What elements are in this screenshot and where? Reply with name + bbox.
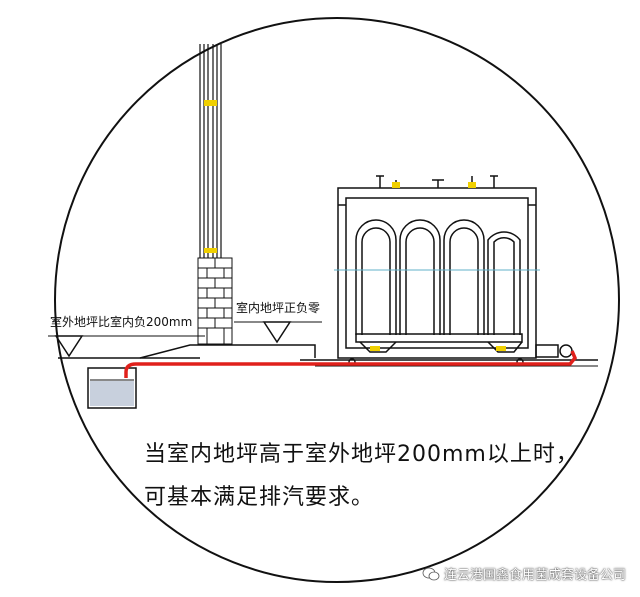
top-valves [376, 175, 498, 188]
wechat-icon [422, 567, 440, 580]
indoor-floor-step [139, 344, 316, 359]
pit-water [90, 381, 134, 406]
watermark: 连云港国鑫食用菌成套设备公司 [422, 564, 626, 583]
bottom-manifold [348, 333, 524, 366]
caption-line-1: 当室内地坪高于室外地坪200mm以上时， [144, 442, 579, 467]
sterilizer-cabinet [337, 187, 537, 359]
caption-line-2: 可基本满足排汽要求。 [144, 485, 375, 510]
stack-marker [204, 100, 217, 106]
manifold-marker-right [496, 346, 506, 351]
manifold-marker-left [370, 346, 380, 351]
steam-coils [355, 219, 521, 335]
brick-chimney [197, 257, 233, 345]
drain-pit [87, 367, 137, 409]
indoor-level-marker [262, 321, 292, 344]
detail-circle [54, 17, 620, 583]
exhaust-stack [199, 44, 222, 258]
watermark-company: 连云港国鑫食用菌成套设备公司 [443, 568, 626, 583]
outdoor-floor-label: 室外地坪比室内负200mm [50, 315, 193, 329]
drain-pipe [124, 350, 578, 378]
drain-pump [535, 344, 573, 358]
indoor-floor-label: 室内地坪正负零 [236, 301, 321, 315]
stack-base-marker [204, 248, 217, 253]
